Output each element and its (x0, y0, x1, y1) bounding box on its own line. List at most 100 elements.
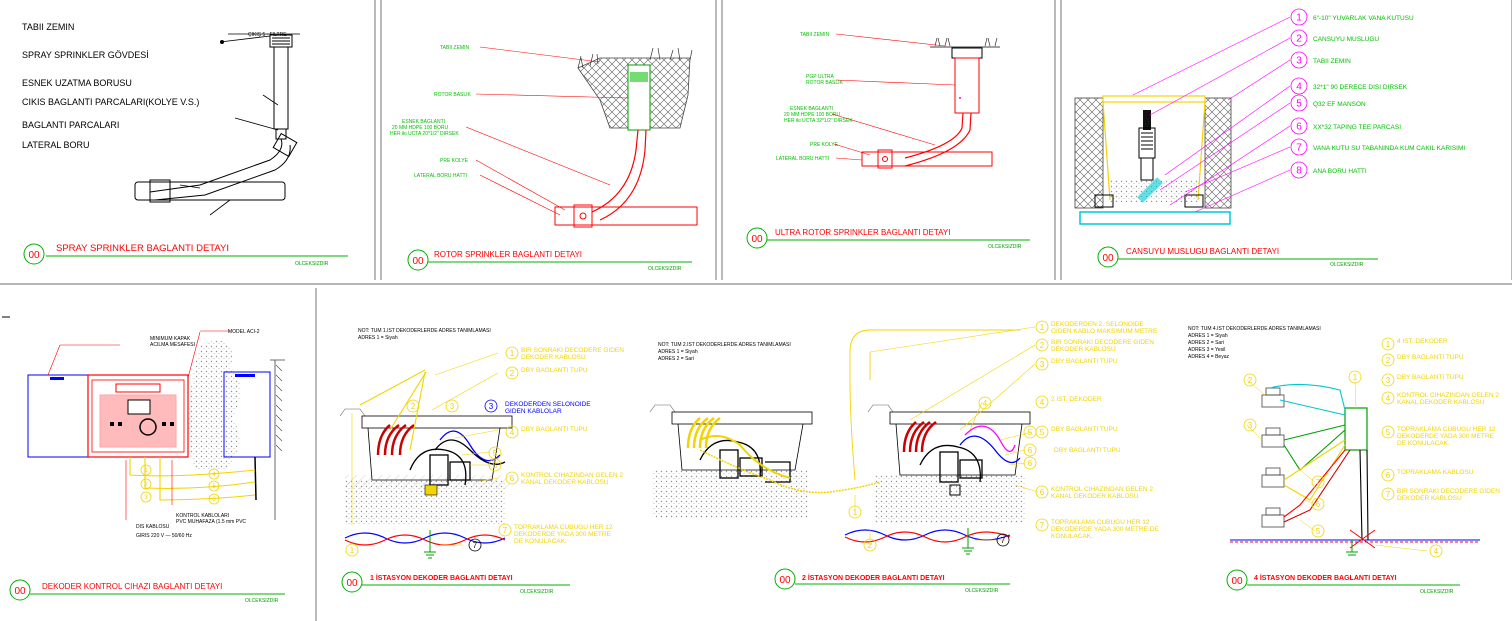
ultra-label-7: PRE KOLYE (810, 142, 839, 148)
ist1-callout-6-bubble (505, 471, 519, 485)
ist4-callout-3-bubble (1381, 373, 1395, 387)
controller-label-3: MODEL ACI-2 (228, 329, 260, 335)
controller-wire-2-146-bubble (140, 478, 152, 490)
cansuyu-legend-8-bubble (1290, 161, 1308, 179)
ist2-callout-1-bubble (1035, 320, 1049, 334)
ist2-callout-4-number: 4 (1040, 398, 1045, 407)
controller-wire-6-214-number: 6 (212, 497, 216, 503)
ist2-callout-3-bubble (1035, 357, 1049, 371)
controller-wire-4-214-bubble (208, 468, 220, 480)
ist1-bubble-2-number: 2 (411, 402, 416, 411)
rotor-title-badge (407, 249, 429, 271)
ist4-bubble-4-number: 4 (1434, 547, 1439, 556)
controller-wire-5-214-number: 5 (212, 484, 216, 490)
ist2-callout-2-number: 2 (1040, 341, 1045, 350)
ultra-rotor-head (954, 57, 980, 114)
ultra-title-number: 00 (751, 234, 763, 245)
ultra-lateral-pipe (861, 151, 993, 167)
cansuyu-legend-5-bubble (1290, 94, 1308, 112)
rotor-label-4: 20 MM HDPE 100 BORU (392, 125, 449, 131)
ist4-bubble-6-bubble (1311, 497, 1325, 511)
ist1-valve-box-top (361, 415, 513, 429)
cansuyu-legend-text-7: VANA KUTU SU TABANINDA KUM CAKIL KARISIM… (1313, 145, 1465, 152)
ist1-bubble-1-bubble (345, 543, 359, 557)
ist4-note-4: ADRES 3 = Yesil (1188, 347, 1225, 353)
rotor-label-7: LATERAL BORU HATTI (414, 173, 467, 179)
ist1-callout-1-number: 1 (510, 349, 515, 358)
ultra-label-2: PGP ULTRA (806, 74, 835, 80)
controller-wire-6-214-bubble (208, 493, 220, 505)
ist2-bubble-6-number: 6 (1028, 446, 1033, 455)
ist4-callout-7-number: 7 (1386, 490, 1391, 499)
ist1-callout-7-number: 7 (503, 526, 508, 535)
ist1-callout-2-bubble (505, 366, 519, 380)
ist1-bubble-2-bubble (406, 399, 420, 413)
panel-spray: TABII ZEMIN SPRAY SPRINKLER GÖVDESİ ESNE… (22, 22, 348, 267)
ist1-bubble-1-number: 1 (350, 546, 355, 555)
controller-title-number: 00 (14, 586, 26, 597)
ist1-scale: OLCEKSIZDIR (520, 589, 554, 595)
ist2-callout-6b-bubble (1035, 485, 1049, 499)
ultra-label-6: HER iki UCTA 32*1/2" DIRSEK (784, 118, 853, 124)
rotor-label-6: PRE KOLYE (440, 158, 469, 164)
ist4-callout-5-number: 5 (1386, 428, 1391, 437)
ist1-callout-2-number: 2 (510, 369, 515, 378)
controller-label-1: MINIMUM KAPAK (150, 336, 191, 342)
cansuyu-legend-6-number: 6 (1296, 122, 1302, 133)
cansuyu-legend-8-number: 8 (1296, 166, 1302, 177)
ist2-callout-1-number: 1 (1040, 323, 1045, 332)
ist4-bubble-7-bubble (1311, 475, 1325, 489)
ist4-callout-6-number: 6 (1386, 471, 1391, 480)
cansuyu-legend-2-number: 2 (1296, 34, 1302, 45)
cansuyu-title-number: 00 (1102, 253, 1114, 264)
cansuyu-legend-1-number: 1 (1296, 13, 1302, 24)
cansuyu-legend-6-bubble (1290, 117, 1308, 135)
controller-side-view (223, 371, 271, 458)
cansuyu-legend-text-4: 32*1" 90 DERECE DISI DIRSEK (1313, 84, 1408, 91)
ultra-label-5: 20 MM HDPE 100 BORU (784, 112, 841, 118)
ist1-bubble-3b-bubble (484, 399, 498, 413)
rotor-lateral-pipe (554, 206, 698, 226)
controller-title: DEKODER KONTROL CIHAZI BAGLANTI DETAYI (42, 582, 222, 591)
ist2-callout-7-number: 7 (1040, 521, 1045, 530)
ist2-callout-text-3: DBY BAGLANTI TUPU (1051, 358, 1118, 365)
spray-label-4: CIKIS BAGLANTI PARCALARI(KOLYE V.S.) (22, 97, 199, 107)
ist2-bubble-5-number: 5 (1028, 428, 1033, 437)
ist4-bubble-2-number: 2 (1248, 376, 1253, 385)
ist1-bubble-3-number: 3 (450, 402, 455, 411)
cansuyu-scale: OLCEKSIZDIR (1330, 262, 1364, 268)
spray-label-5: BAGLANTI PARCALARI (22, 120, 119, 130)
ist4-bubble-3-bubble (1243, 418, 1257, 432)
ist4-callout-text-6: TOPRAKLAMA KABLOSU (1397, 469, 1474, 476)
ist4-decoder (1344, 407, 1368, 451)
ist1-callout-7-bubble (498, 523, 512, 537)
rotor-label-3: ESNEK BAGLANTI (402, 119, 445, 125)
panel-rotor: TABII ZEMIN ROTOR BASLIK ESNEK BAGLANTI … (390, 45, 698, 272)
spray-label-1: TABII ZEMIN (22, 22, 74, 32)
cansuyu-legend-2-bubble (1290, 29, 1308, 47)
ist4-bubble-5-number: 5 (1316, 527, 1321, 536)
ist2-bubble-4-number: 4 (983, 399, 988, 408)
panel-ist4: NOT: TUM 4.IST DEKODERLERDE ADRES TANIML… (1188, 326, 1500, 595)
controller-door (27, 374, 89, 458)
cansuyu-title-badge (1097, 246, 1119, 268)
rotor-label-2: ROTOR BASLIK (434, 92, 472, 98)
ist1-bubble-5b-bubble (488, 458, 502, 472)
ist2-title: 2 İSTASYON DEKODER BAGLANTI DETAYI (802, 574, 945, 582)
rotor-scale: OLCEKSIZDIR (648, 266, 682, 272)
ist2-callout-3-number: 3 (1040, 360, 1045, 369)
spray-label-2: SPRAY SPRINKLER GÖVDESİ (22, 50, 149, 60)
ultra-scale: OLCEKSIZDIR (988, 244, 1022, 250)
cansuyu-legend-4-bubble (1290, 77, 1308, 95)
cansuyu-legend-3-bubble (1290, 51, 1308, 69)
ist2-bubble-6b-number: 6 (1028, 459, 1033, 468)
ist4-note-1: NOT: TUM 4.IST DEKODERLERDE ADRES TANIML… (1188, 326, 1321, 332)
ist4-callout-2-number: 2 (1386, 356, 1391, 365)
ist2-bubble-5-bubble (1023, 425, 1037, 439)
ist2-right-valve-box (889, 411, 1031, 425)
